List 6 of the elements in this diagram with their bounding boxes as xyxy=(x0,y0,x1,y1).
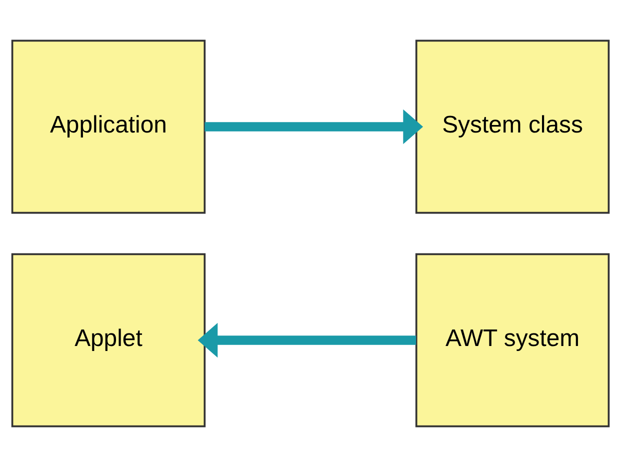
arrow xyxy=(204,109,424,144)
node-box: System class xyxy=(415,40,610,214)
node-box: Application xyxy=(11,40,206,214)
node-box: Applet xyxy=(11,253,206,428)
node-box: AWT system xyxy=(415,253,610,428)
arrow xyxy=(198,322,416,358)
